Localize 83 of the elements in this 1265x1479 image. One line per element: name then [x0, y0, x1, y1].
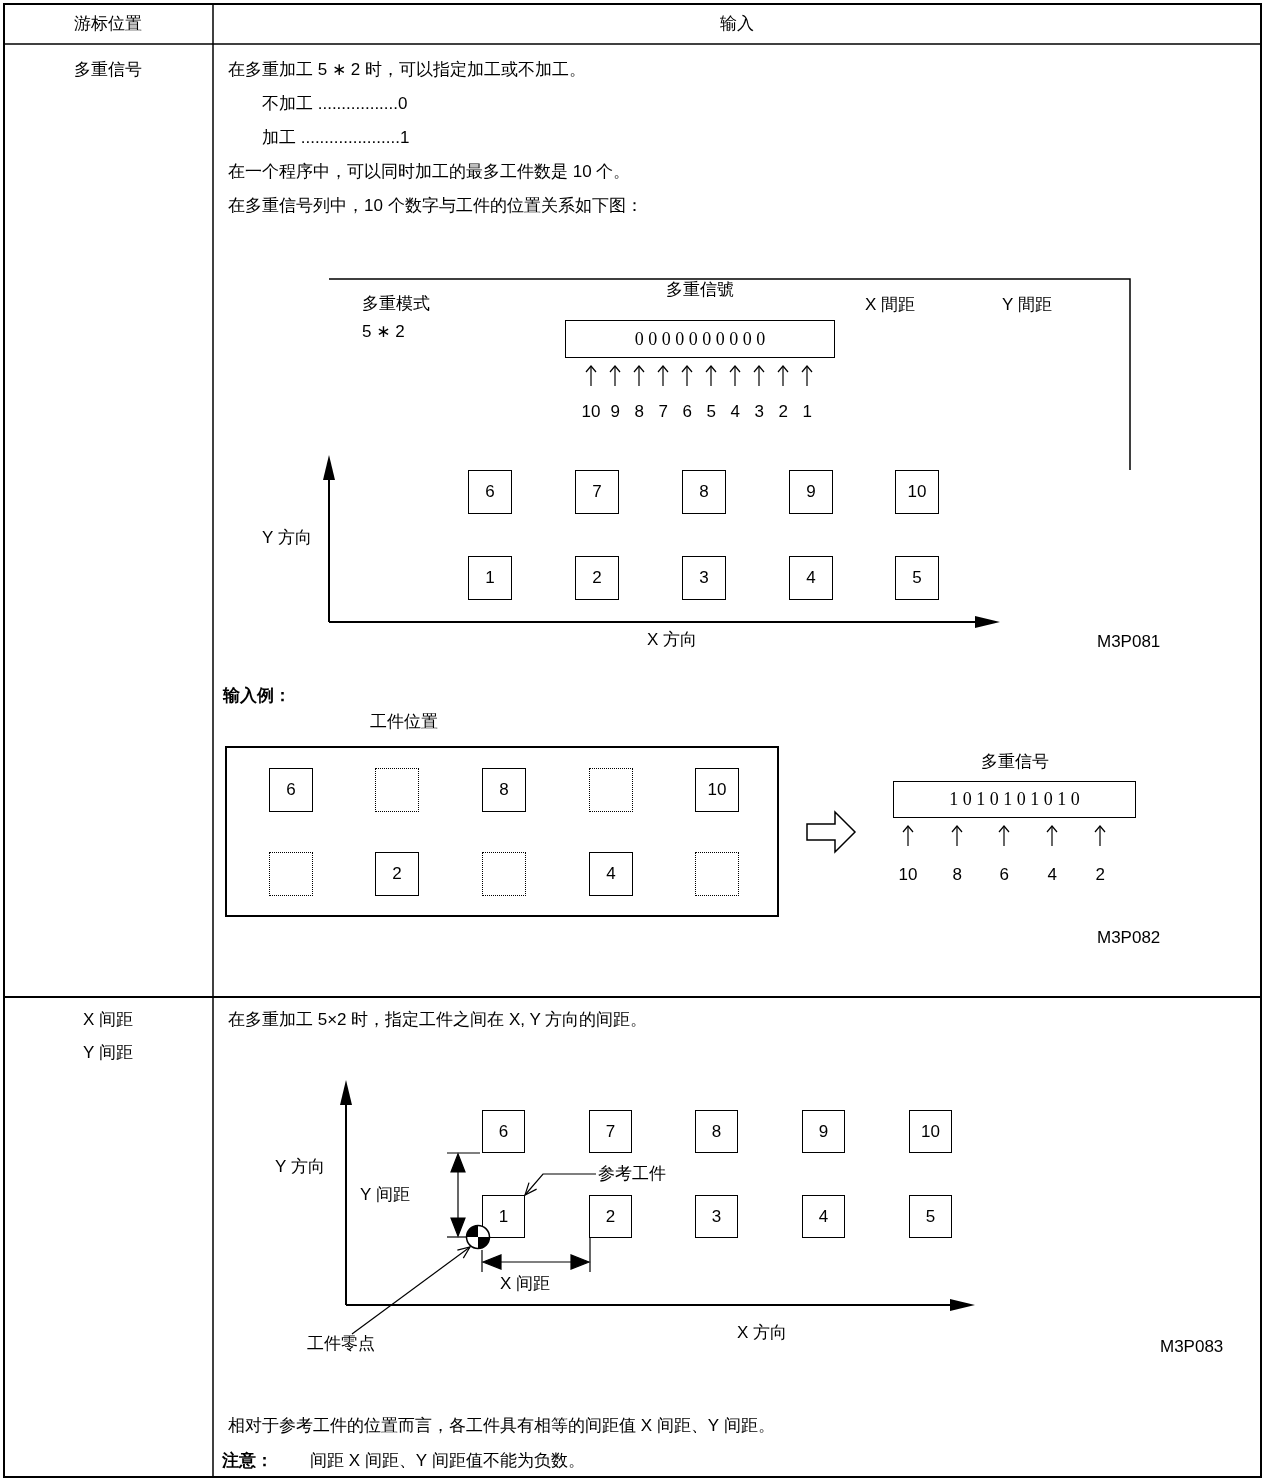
- callout-text: 参考工件: [598, 1164, 666, 1184]
- workpiece-box: 5: [895, 556, 939, 600]
- leader-line: [351, 1246, 471, 1335]
- workpiece-box: 5: [909, 1195, 952, 1238]
- axis-label: X 方向: [737, 1323, 788, 1343]
- block-arrow: [806, 810, 857, 854]
- body-text: 不加工 .................0: [262, 94, 408, 114]
- table-header: 游标位置: [74, 14, 142, 34]
- workpiece-box: 4: [789, 556, 833, 600]
- workpiece-box: 10: [695, 768, 739, 812]
- workpiece-box: 6: [468, 470, 512, 514]
- frame-heading: 工件位置: [370, 712, 438, 732]
- box-heading: 多重信號: [666, 280, 734, 300]
- workpiece-box: 9: [789, 470, 833, 514]
- dimension-label: Y 间距: [360, 1185, 410, 1205]
- figure-id: M3P083: [1160, 1337, 1224, 1357]
- note-heading: 注意：: [222, 1451, 273, 1471]
- figure-id: M3P081: [1097, 632, 1161, 652]
- body-text: 在多重加工 5×2 时，指定工件之间在 X, Y 方向的间距。: [228, 1010, 648, 1030]
- note-text: 间距 X 间距、Y 间距值不能为负数。: [310, 1451, 585, 1471]
- workpiece-box: 8: [682, 470, 726, 514]
- workpiece-box: 8: [695, 1110, 738, 1153]
- workpiece-box: 7: [589, 1110, 632, 1153]
- workpiece-box: 10: [909, 1110, 952, 1153]
- leader-line: [524, 1173, 597, 1196]
- figure-id: M3P082: [1097, 928, 1161, 948]
- workpiece-box: 6: [269, 768, 313, 812]
- heading-text: 输入例：: [223, 686, 291, 706]
- column-label: X 間距: [865, 295, 916, 315]
- index-number: 10: [581, 402, 601, 422]
- callout-text: 工件零点: [307, 1334, 375, 1354]
- index-number: 4: [730, 402, 740, 422]
- workpiece-box: 8: [482, 768, 526, 812]
- origin-symbol: [465, 1224, 491, 1250]
- axis-label: Y 方向: [275, 1157, 325, 1177]
- index-number: 5: [706, 402, 716, 422]
- cell-text: Y 间距: [83, 1043, 133, 1063]
- empty-position-box: [269, 852, 313, 896]
- axis-label: Y 方向: [262, 528, 312, 548]
- index-number: 1: [802, 402, 812, 422]
- workpiece-box: 3: [695, 1195, 738, 1238]
- box-heading: 多重信号: [980, 752, 1049, 772]
- body-text: 在多重信号列中，10 个数字与工件的位置关系如下图：: [228, 196, 643, 216]
- body-text: 在一个程序中，可以同时加工的最多工件数是 10 个。: [228, 162, 631, 182]
- signal-box: 1 0 1 0 1 0 1 0 1 0: [893, 781, 1136, 818]
- index-number: 2: [1095, 865, 1105, 885]
- workpiece-box: 4: [589, 852, 633, 896]
- workpiece-box: 7: [575, 470, 619, 514]
- index-number: 8: [634, 402, 644, 422]
- workpiece-box: 2: [375, 852, 419, 896]
- index-number: 4: [1047, 865, 1057, 885]
- workpiece-box: 1: [468, 556, 512, 600]
- table-header: 输入: [720, 14, 754, 34]
- dimension-label: X 间距: [500, 1274, 551, 1294]
- signal-box: 0 0 0 0 0 0 0 0 0 0: [565, 320, 835, 358]
- index-number: 10: [898, 865, 918, 885]
- index-number: 6: [682, 402, 692, 422]
- empty-position-box: [375, 768, 419, 812]
- axis-label: X 方向: [647, 630, 698, 650]
- index-number: 3: [754, 402, 764, 422]
- empty-position-box: [695, 852, 739, 896]
- index-number: 8: [952, 865, 962, 885]
- body-text: 相对于参考工件的位置而言，各工件具有相等的间距值 X 间距、Y 间距。: [228, 1416, 775, 1436]
- index-number: 2: [778, 402, 788, 422]
- empty-position-box: [589, 768, 633, 812]
- body-text: 在多重加工 5 ∗ 2 时，可以指定加工或不加工。: [228, 60, 587, 80]
- mode-value: 5 ∗ 2: [362, 322, 405, 342]
- empty-position-box: [482, 852, 526, 896]
- column-label: Y 間距: [1002, 295, 1052, 315]
- workpiece-box: 3: [682, 556, 726, 600]
- index-number: 9: [610, 402, 620, 422]
- index-number: 6: [999, 865, 1009, 885]
- workpiece-box: 4: [802, 1195, 845, 1238]
- cell-text: X 间距: [83, 1010, 134, 1030]
- workpiece-box: 2: [589, 1195, 632, 1238]
- workpiece-box: 10: [895, 470, 939, 514]
- cell-text: 多重信号: [74, 60, 142, 80]
- workpiece-box: 9: [802, 1110, 845, 1153]
- workpiece-box: 2: [575, 556, 619, 600]
- mode-label: 多重模式: [362, 294, 430, 314]
- workpiece-box: 6: [482, 1110, 525, 1153]
- index-number: 7: [658, 402, 668, 422]
- body-text: 加工 .....................1: [262, 128, 410, 148]
